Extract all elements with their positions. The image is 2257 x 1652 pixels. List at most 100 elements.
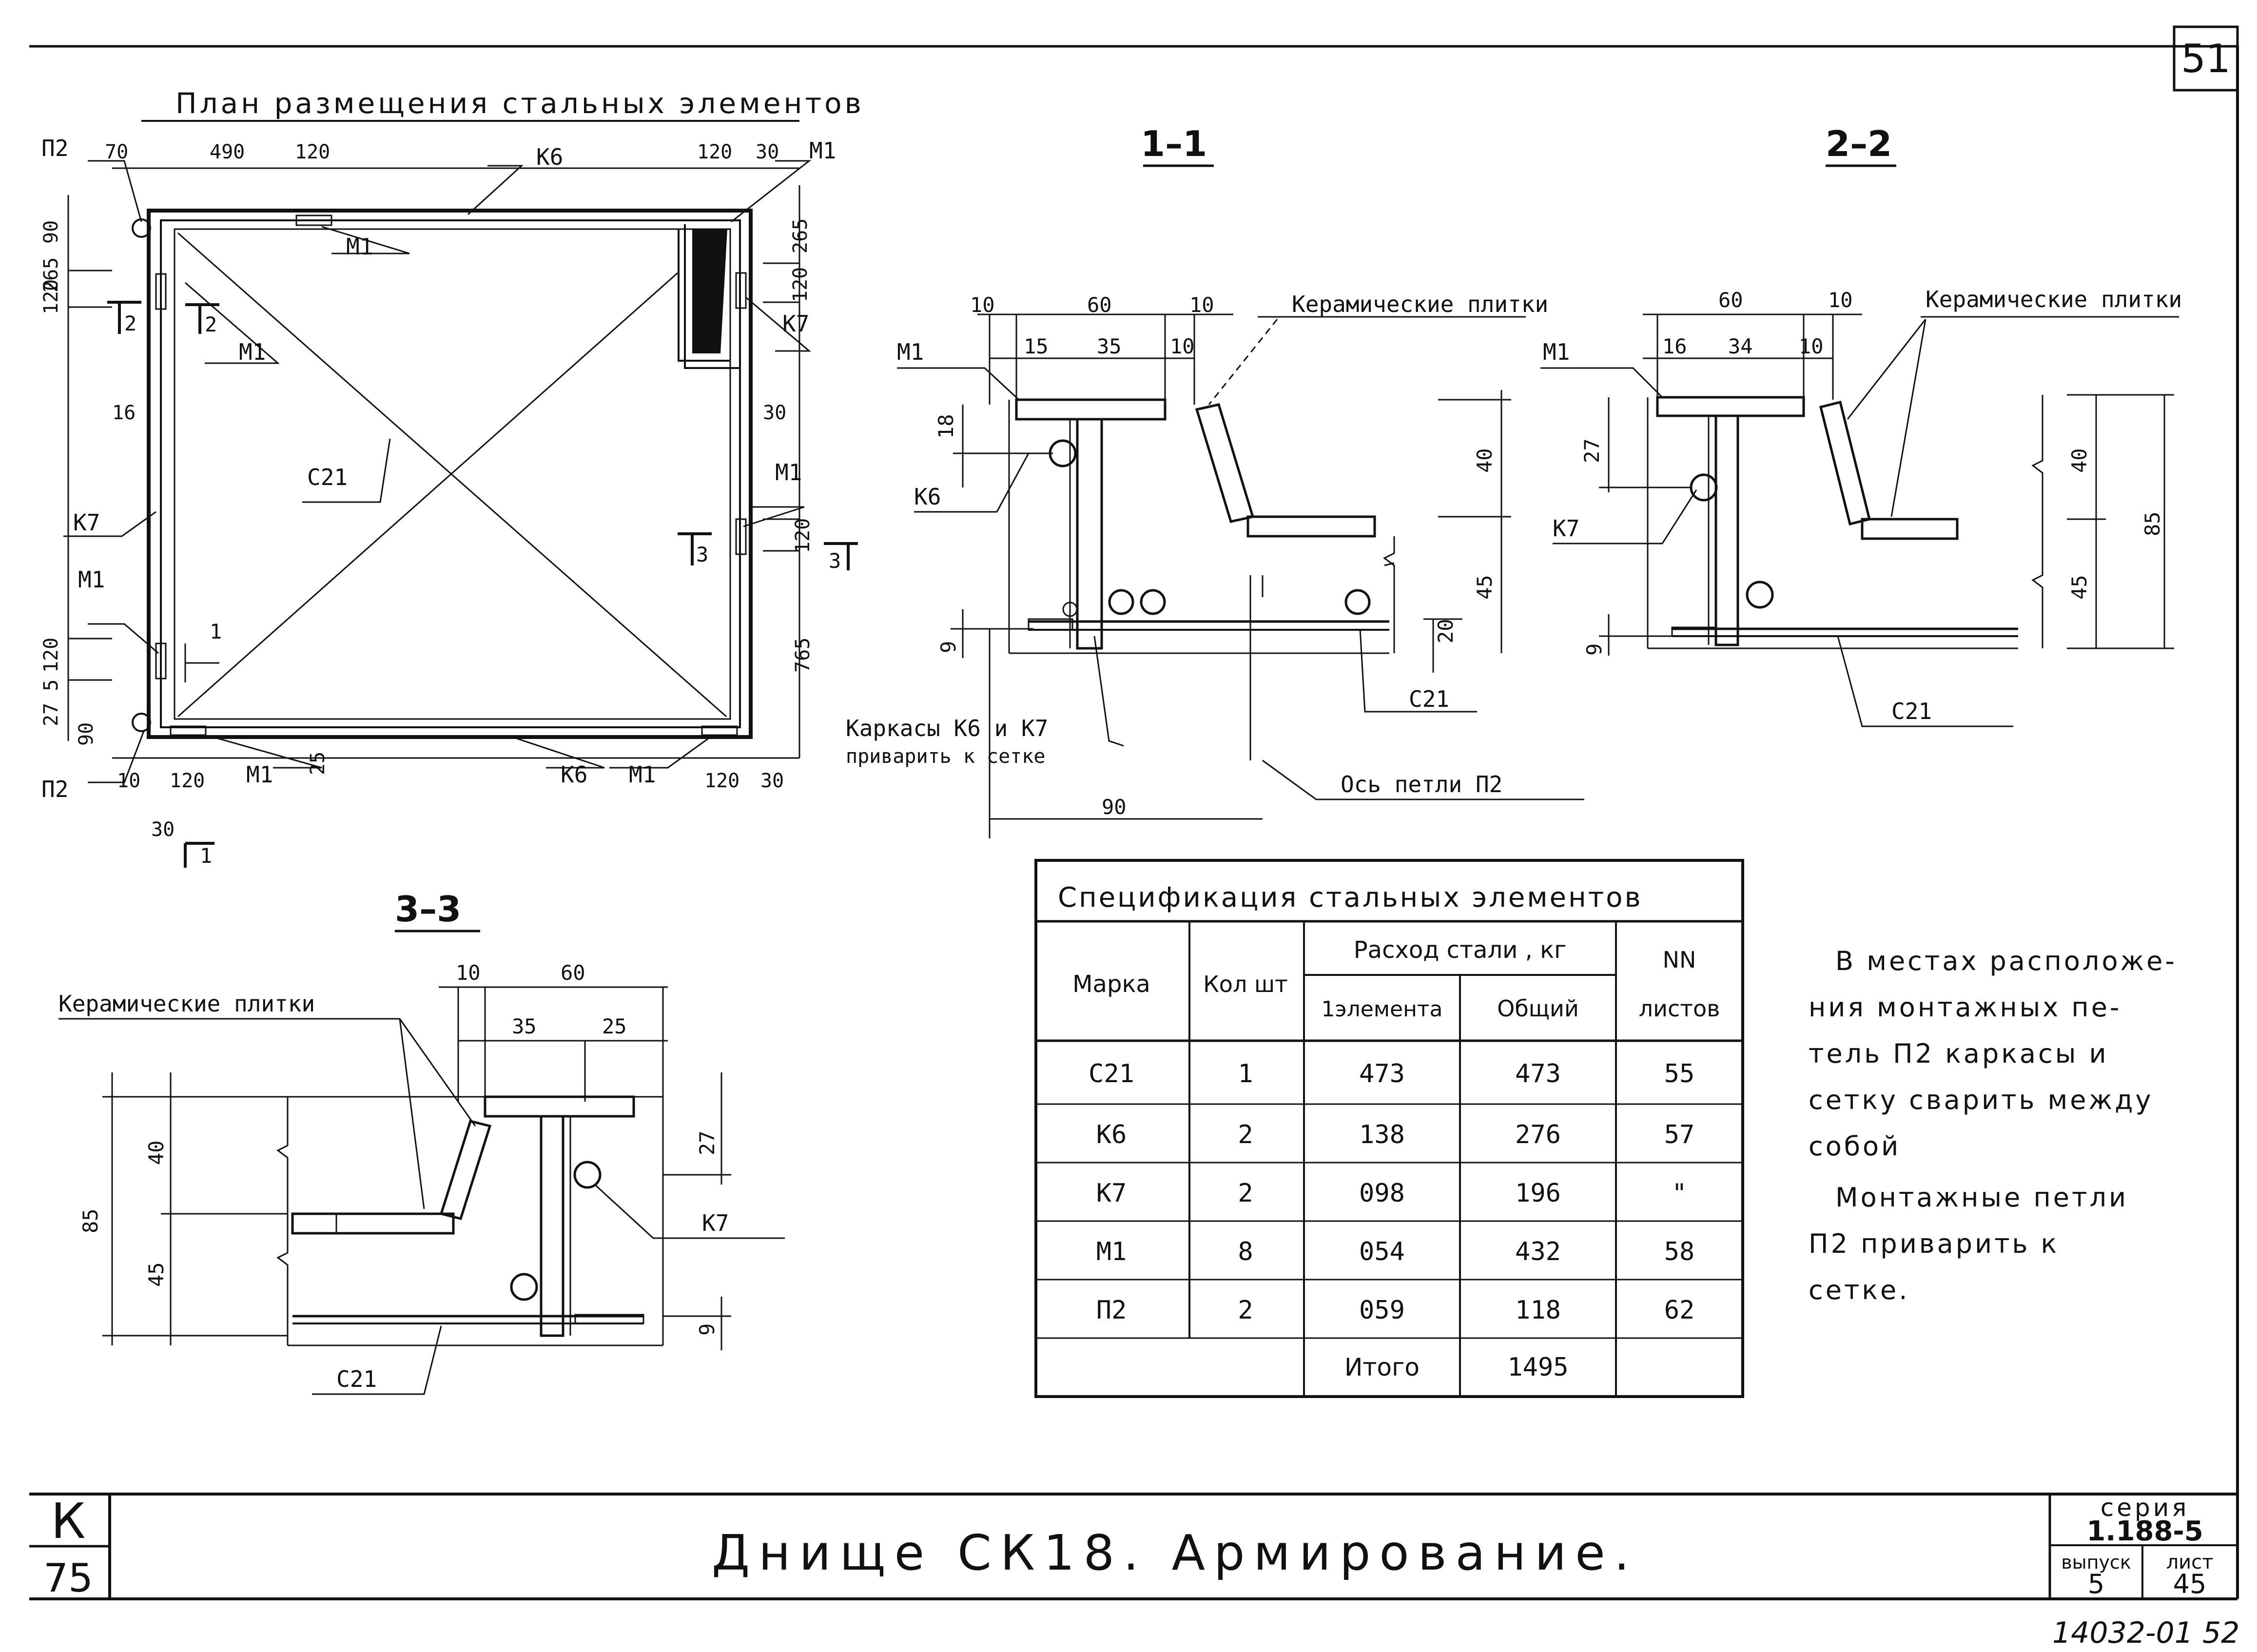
svg-text:С21: С21 xyxy=(1089,1059,1134,1088)
s22-c21-label: С21 xyxy=(1891,698,1932,724)
dim-16: 16 xyxy=(112,402,136,424)
stamp-75: 75 xyxy=(43,1555,93,1601)
s11-dim-10c: 10 xyxy=(1170,334,1195,358)
cut-3-right-label: 3 xyxy=(829,549,841,573)
svg-text:": " xyxy=(1672,1179,1687,1208)
section-3-3-dim-lines xyxy=(102,986,731,1350)
s33-dim-10: 10 xyxy=(456,961,481,985)
s11-k6-label: К6 xyxy=(914,484,941,510)
k7-label-left: К7 xyxy=(73,509,100,536)
plan-leaders xyxy=(63,160,812,783)
dim-90-top: 90 xyxy=(40,220,62,244)
dim-120-top-right: 120 xyxy=(697,141,732,163)
section-2-2-title: 2–2 xyxy=(1826,123,1892,164)
issue-value: 5 xyxy=(2088,1569,2104,1599)
section-2-2-drawing xyxy=(1647,395,2043,649)
sheet-value: 45 xyxy=(2173,1569,2207,1599)
svg-text:М1: М1 xyxy=(1096,1237,1127,1266)
note-line: ния монтажных пе- xyxy=(1809,992,2121,1023)
dim-25: 25 xyxy=(307,752,329,775)
s11-dim-10b: 10 xyxy=(1189,293,1214,317)
s11-dim-10a: 10 xyxy=(970,293,995,317)
s22-dim-10a: 10 xyxy=(1828,288,1853,312)
dim-765: 765 xyxy=(792,638,814,673)
s33-dim-9: 9 xyxy=(695,1323,719,1336)
s22-dim-45: 45 xyxy=(2067,575,2091,600)
s22-dim-27: 27 xyxy=(1580,438,1604,463)
issue-label: выпуск xyxy=(2061,1552,2131,1573)
svg-text:К7: К7 xyxy=(1096,1179,1127,1208)
section-1-1-labels: Керамические плитки М1 К6 С21 Каркасы К6… xyxy=(846,291,1548,797)
s11-dim-90: 90 xyxy=(1102,795,1127,819)
table-row: К6 2 138 276 57 xyxy=(1096,1120,1695,1149)
dim-120-right-mid: 120 xyxy=(792,518,814,553)
stamp-k: К xyxy=(51,1493,86,1550)
svg-text:1: 1 xyxy=(1238,1059,1253,1088)
dim-490: 490 xyxy=(210,141,245,163)
c21-label-plan: С21 xyxy=(307,464,348,490)
m1-label-bottom-right: М1 xyxy=(629,761,656,788)
note-line: тель П2 каркасы и xyxy=(1809,1038,2109,1069)
svg-text:58: 58 xyxy=(1664,1237,1695,1266)
s33-k7-label: К7 xyxy=(702,1210,729,1236)
section-2-2-dim-texts: 60 10 16 34 10 27 40 45 85 9 xyxy=(1580,288,2164,656)
dim-30-bottom: 30 xyxy=(151,818,175,841)
table-row: К7 2 098 196 " xyxy=(1096,1179,1687,1208)
svg-text:К6: К6 xyxy=(1096,1120,1127,1149)
svg-text:2: 2 xyxy=(1238,1179,1253,1208)
s11-dim-20: 20 xyxy=(1434,619,1458,643)
note-line: собой xyxy=(1809,1131,1901,1162)
svg-text:55: 55 xyxy=(1664,1059,1695,1088)
cut-1-bottom-label: 1 xyxy=(200,844,212,868)
m1-label-left: М1 xyxy=(78,566,105,593)
cut-2-left-label: 2 xyxy=(124,311,136,335)
section-3-3-dim-texts: 10 60 35 25 40 45 85 27 9 xyxy=(78,961,719,1336)
dim-27-5: 27 5 xyxy=(40,680,62,726)
dim-30-bottom-right: 30 xyxy=(760,770,784,792)
spec-header-total: Общий xyxy=(1497,995,1579,1022)
section-1-1-dim-lines xyxy=(951,313,1511,838)
s11-dim-9: 9 xyxy=(936,641,960,653)
dim-10: 10 xyxy=(117,770,140,792)
section-3-3-drawing xyxy=(276,1095,664,1346)
svg-text:138: 138 xyxy=(1359,1120,1405,1149)
spec-total-label: Итого xyxy=(1344,1353,1420,1381)
note-line: В местах расположе- xyxy=(1835,946,2177,976)
m1-label-bottom-left: М1 xyxy=(246,761,273,788)
section-3-3-labels: Керамические плитки К7 С21 xyxy=(58,991,729,1392)
table-row: П2 2 059 118 62 xyxy=(1096,1296,1695,1325)
dim-120-bottom-right: 120 xyxy=(704,770,739,792)
dim-265-left: 265 xyxy=(40,257,62,292)
cut-3-left-label: 3 xyxy=(696,543,708,566)
sheet-frame xyxy=(29,25,2239,1600)
s11-weld-note-2: приварить к сетке xyxy=(846,745,1045,768)
svg-text:2: 2 xyxy=(1238,1296,1253,1325)
plan-title: План размещения стальных элементов xyxy=(175,87,864,120)
svg-text:62: 62 xyxy=(1664,1296,1695,1325)
series-value: 1.188-5 xyxy=(2086,1516,2203,1547)
cut-2-right-label: 2 xyxy=(205,312,217,336)
svg-text:118: 118 xyxy=(1515,1296,1561,1325)
s33-dim-25: 25 xyxy=(602,1014,627,1038)
s22-dim-34: 34 xyxy=(1728,334,1753,358)
drawing-title: Днище СК18. Армирование. xyxy=(712,1524,1638,1581)
cut-1-side-label: 1 xyxy=(210,620,222,643)
dim-70: 70 xyxy=(105,141,128,163)
s11-c21-label: С21 xyxy=(1409,686,1449,712)
k7-label-right: К7 xyxy=(782,311,809,337)
s33-dim-27: 27 xyxy=(695,1130,719,1155)
spec-header-steel: Расход стали , кг xyxy=(1354,936,1567,964)
section-1-1-drawing xyxy=(1008,398,1395,760)
s22-dim-40: 40 xyxy=(2067,448,2091,473)
s11-m1-label: М1 xyxy=(897,339,924,365)
s33-c21-label: С21 xyxy=(336,1366,377,1392)
svg-text:098: 098 xyxy=(1359,1179,1405,1208)
svg-text:57: 57 xyxy=(1664,1120,1695,1149)
s33-dim-40: 40 xyxy=(144,1140,168,1165)
s22-dim-10b: 10 xyxy=(1799,334,1824,358)
s11-loop-axis-label: Ось петли П2 xyxy=(1341,771,1502,797)
dim-120-left-bottom: 120 xyxy=(40,638,62,673)
plan-dimension-texts: 70 490 120 120 30 16 30 10 120 120 30 30… xyxy=(40,141,814,841)
table-row: М1 8 054 432 58 xyxy=(1096,1237,1695,1266)
p2-label-bottom: П2 xyxy=(41,776,68,802)
